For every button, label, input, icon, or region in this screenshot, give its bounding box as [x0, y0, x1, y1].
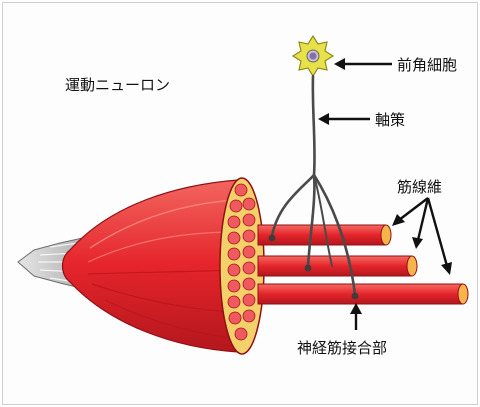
cell-body-label: 前角細胞 [397, 56, 457, 74]
axon [270, 74, 357, 296]
muscle-fiber-1 [257, 224, 392, 246]
muscle-belly [61, 179, 239, 353]
neuromuscular-junctions [268, 234, 359, 300]
muscle-cross-section [219, 177, 265, 355]
neuromuscular-junction-label: 神経筋接合部 [297, 339, 387, 357]
anterior-horn-cell [291, 34, 335, 78]
muscle-fiber-label: 筋線維 [397, 178, 442, 196]
muscle-fiber-3 [257, 283, 469, 305]
pointer-arrows [318, 58, 452, 330]
title-label: 運動ニューロン [65, 76, 170, 94]
axon-label: 軸策 [375, 111, 405, 129]
muscle-fiber-2 [257, 255, 418, 277]
